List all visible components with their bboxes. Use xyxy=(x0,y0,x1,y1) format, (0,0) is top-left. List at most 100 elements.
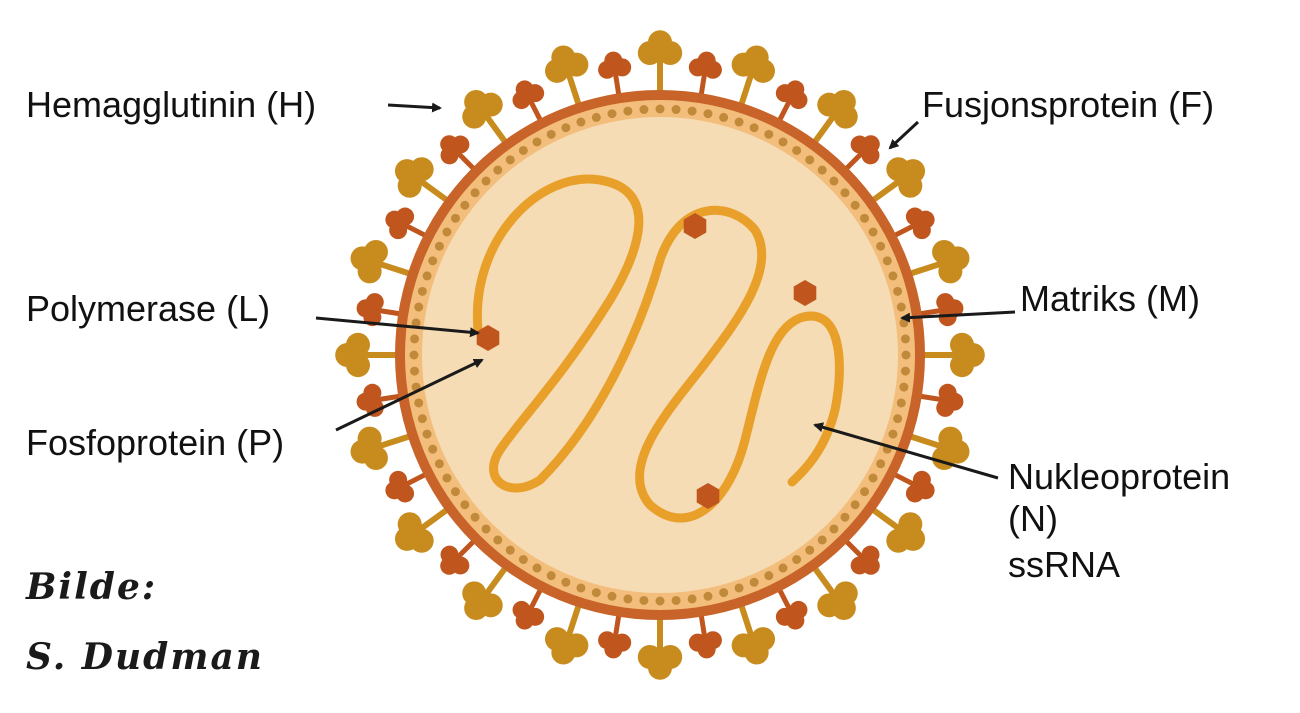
surface-proteins xyxy=(335,30,985,680)
matrix-protein-dot xyxy=(414,302,424,312)
hemagglutinin-spike xyxy=(870,506,926,553)
matrix-protein-dot xyxy=(561,123,571,133)
hemagglutinin-spike xyxy=(544,45,589,107)
hemagglutinin-spike xyxy=(462,89,509,145)
matrix-protein-dot xyxy=(764,571,774,581)
matrix-protein-dot xyxy=(703,591,713,601)
label-polymerase: Polymerase (L) xyxy=(26,288,271,329)
matrix-protein-dot xyxy=(893,286,903,296)
matrix-protein-dot xyxy=(900,334,910,344)
label-nucleoprotein: Nukleoprotein xyxy=(1008,456,1231,497)
matrix-protein-dot xyxy=(882,256,892,266)
matrix-protein-dot xyxy=(532,137,542,147)
matrix-protein-dot xyxy=(417,286,427,296)
matrix-protein-dot xyxy=(410,366,420,376)
polymerase-complex xyxy=(793,280,817,306)
label-arrows xyxy=(315,102,1016,480)
fusion-protein-spike xyxy=(843,538,880,575)
fusion-protein-spike xyxy=(512,80,545,123)
matrix-protein-dot xyxy=(817,535,827,545)
arrow-matrix xyxy=(900,310,1016,323)
matrix-protein-dot xyxy=(896,398,906,408)
matrix-protein-dot xyxy=(450,487,460,497)
fusion-protein-spike xyxy=(440,135,477,172)
matrix-protein-dot xyxy=(764,129,774,139)
hemagglutinin-spike xyxy=(462,565,509,621)
hemagglutinin-spike xyxy=(922,332,985,378)
matrix-protein-dot xyxy=(888,429,898,439)
matrix-protein-dot xyxy=(899,318,909,328)
matrix-protein-dot xyxy=(607,109,617,119)
hemagglutinin-spike xyxy=(637,617,683,680)
arrow-phosphoprotein xyxy=(335,358,484,432)
polymerase-complex xyxy=(476,325,500,351)
arrow-hemagglutinin xyxy=(387,102,442,113)
label-matrix: Matriks (M) xyxy=(1020,278,1200,319)
matrix-protein-dot xyxy=(481,176,491,186)
hemagglutinin-spike xyxy=(908,239,970,284)
matrix-protein-layer xyxy=(409,104,911,606)
hemagglutinin-spike xyxy=(394,157,450,204)
matrix-protein-dot xyxy=(868,473,878,483)
matrix-protein-dot xyxy=(817,165,827,175)
matrix-protein-dot xyxy=(607,591,617,601)
matrix-protein-dot xyxy=(411,318,421,328)
matrix-protein-dot xyxy=(876,241,886,251)
matrix-protein-dot xyxy=(417,414,427,424)
matrix-protein-dot xyxy=(850,200,860,210)
matrix-protein-dot xyxy=(829,524,839,534)
matrix-protein-dot xyxy=(639,595,649,605)
arrow-fusion xyxy=(888,120,920,150)
fusion-protein-spike xyxy=(440,538,477,575)
hemagglutinin-spike xyxy=(637,30,683,93)
matrix-protein-dot xyxy=(840,188,850,198)
matrix-protein-dot xyxy=(749,123,759,133)
virus-interior xyxy=(422,117,898,593)
matrix-protein-dot xyxy=(434,459,444,469)
matrix-protein-dot xyxy=(434,241,444,251)
matrix-protein-dot xyxy=(442,227,452,237)
matrix-protein-dot xyxy=(561,577,571,587)
matrix-protein-dot xyxy=(719,112,729,122)
credit-line-1: Bilde: xyxy=(26,566,158,608)
matrix-protein-dot xyxy=(792,145,802,155)
matrix-protein-dot xyxy=(687,594,697,604)
matrix-protein-dot xyxy=(860,487,870,497)
fusion-protein-spike xyxy=(775,587,808,630)
fusion-protein-spike xyxy=(598,51,632,97)
matrix-protein-dot xyxy=(888,271,898,281)
fusion-protein-spike xyxy=(688,51,722,97)
matrix-protein-dot xyxy=(422,271,432,281)
fusion-protein-spike xyxy=(385,470,428,503)
matrix-protein-dot xyxy=(655,104,665,114)
label-hemagglutinin: Hemagglutinin (H) xyxy=(26,84,317,125)
matrix-protein-dot xyxy=(518,555,528,565)
hemagglutinin-spike xyxy=(544,603,589,665)
matrix-protein-dot xyxy=(805,545,815,555)
hemagglutinin-spike xyxy=(811,565,858,621)
matrix-protein-dot xyxy=(414,398,424,408)
fusion-protein-spike xyxy=(918,293,964,327)
matrix-protein-dot xyxy=(623,106,633,116)
matrix-protein-dot xyxy=(734,583,744,593)
matrix-protein-dot xyxy=(901,350,911,360)
matrix-protein-dot xyxy=(493,165,503,175)
matrix-protein-dot xyxy=(671,105,681,115)
matrix-protein-dot xyxy=(493,535,503,545)
matrix-protein-dot xyxy=(505,155,515,165)
matrix-protein-dot xyxy=(481,524,491,534)
arrow-nucleoprotein xyxy=(813,422,999,480)
matrix-protein-dot xyxy=(749,577,759,587)
fusion-protein-spike xyxy=(775,80,808,123)
matrix-protein-dot xyxy=(546,571,556,581)
matrix-protein-dot xyxy=(460,200,470,210)
fusion-protein-spike xyxy=(598,613,632,659)
matrix-protein-dot xyxy=(792,555,802,565)
matrix-protein-dot xyxy=(896,302,906,312)
matrix-protein-dot xyxy=(470,512,480,522)
matrix-protein-dot xyxy=(591,588,601,598)
fusion-protein-spike xyxy=(892,207,935,240)
matrix-protein-dot xyxy=(840,512,850,522)
